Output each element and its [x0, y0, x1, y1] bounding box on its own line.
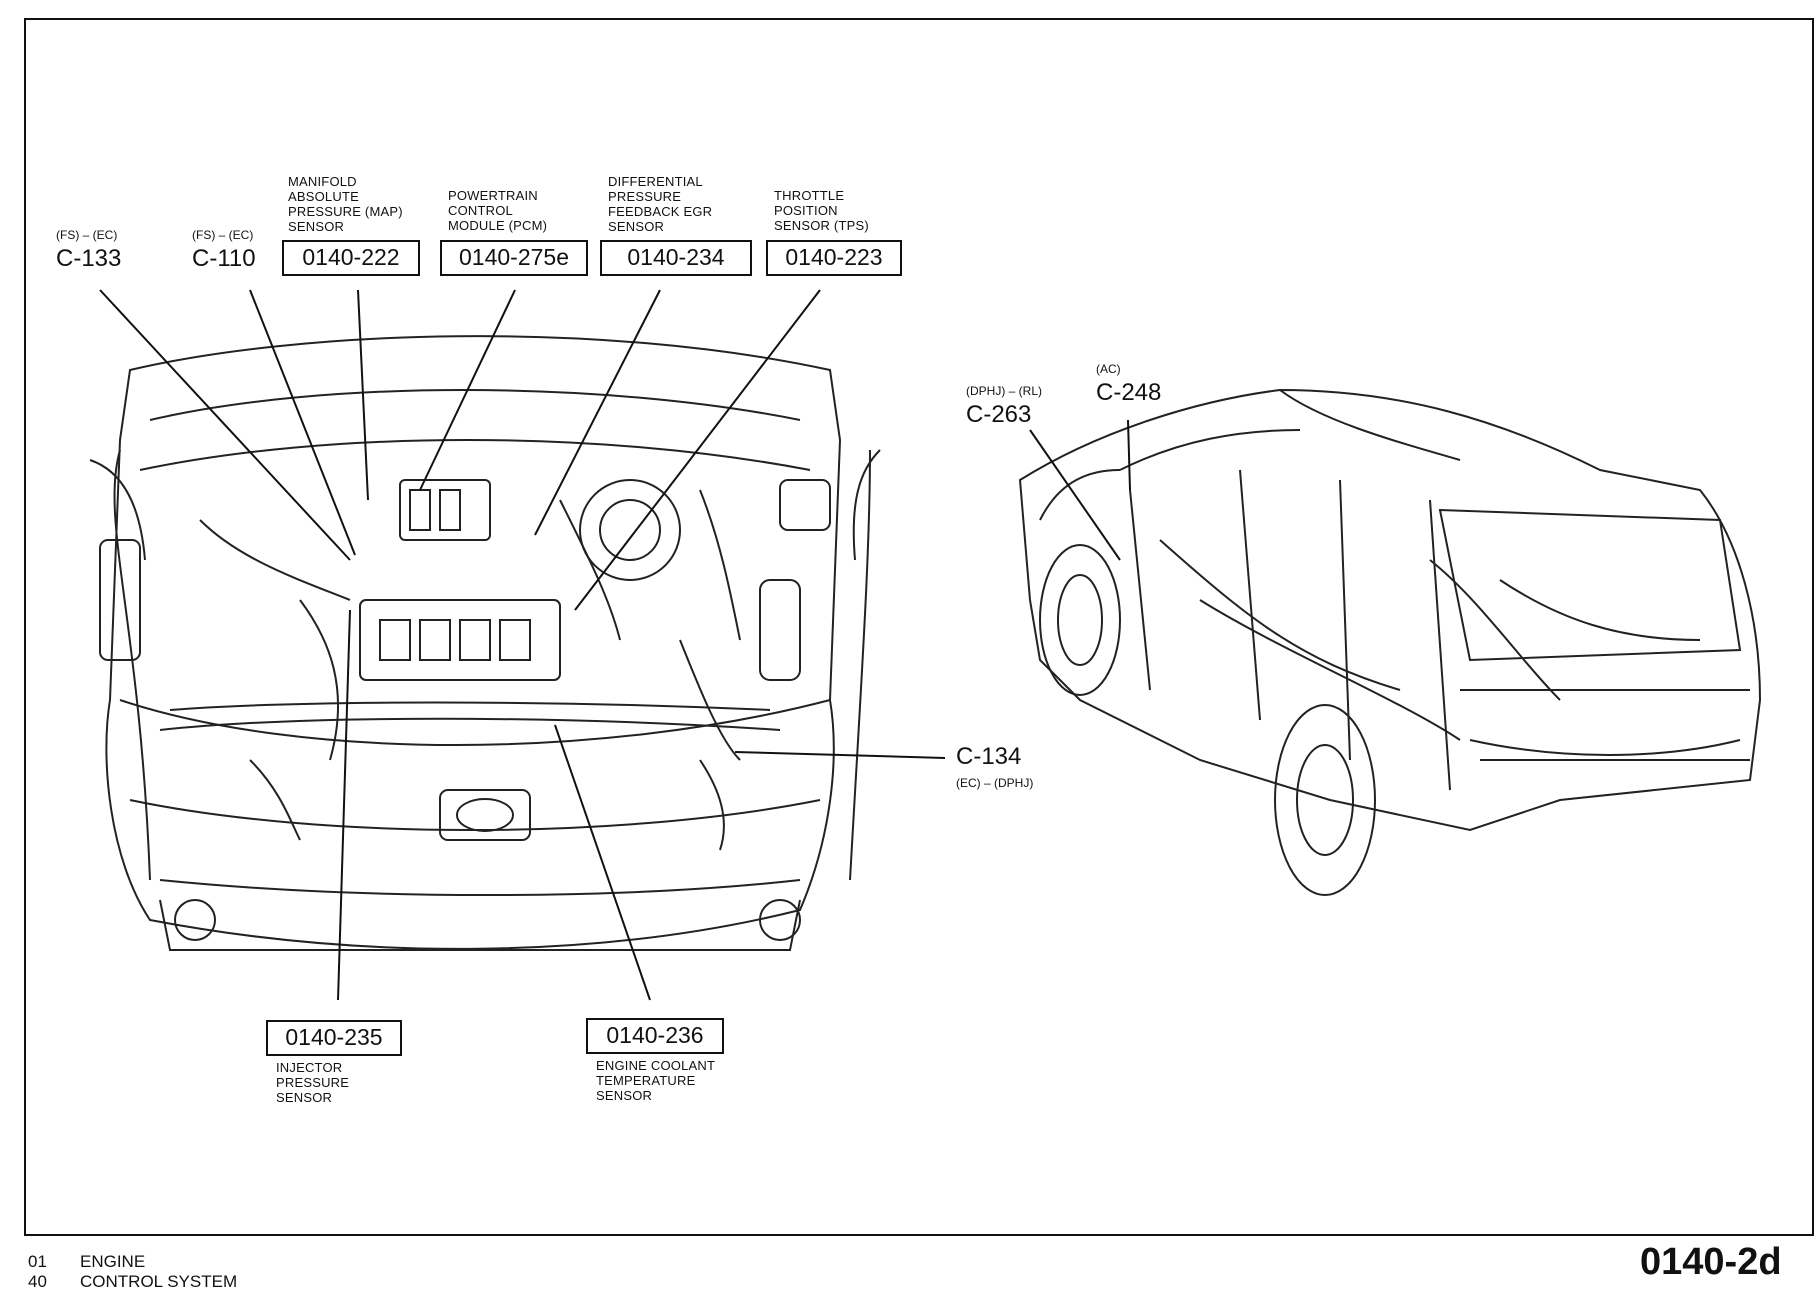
- section-number: 01: [28, 1252, 47, 1271]
- leader-tps: [574, 289, 821, 611]
- leader-injector: [337, 609, 351, 1001]
- connector-c248: C-248: [1096, 379, 1162, 406]
- map-sensor-label: MANIFOLD ABSOLUTE PRESSURE (MAP) SENSOR: [288, 174, 403, 234]
- connector-c134: C-134: [956, 743, 1022, 770]
- pcm-label: POWERTRAIN CONTROL MODULE (PCM): [448, 188, 548, 233]
- c133-codes: (FS) – (EC): [56, 228, 118, 242]
- leader-coolant: [554, 724, 651, 1001]
- egr-sensor-code: 0140-234: [600, 240, 752, 276]
- c248-codes: (AC): [1096, 362, 1121, 376]
- subsection-number: 40: [28, 1272, 47, 1291]
- leader-lines: [99, 289, 1131, 1001]
- connector-c110: C-110: [192, 245, 256, 272]
- c134-codes: (EC) – (DPHJ): [956, 776, 1034, 790]
- leader-c248: [1127, 419, 1131, 491]
- page-number: 0140-2d: [1640, 1241, 1782, 1283]
- connector-c133: C-133: [56, 245, 122, 272]
- section-title: ENGINE: [80, 1252, 146, 1271]
- leader-pcm: [419, 289, 516, 491]
- leader-c134: [734, 751, 946, 759]
- injector-sensor-label: INJECTOR PRESSURE SENSOR: [276, 1060, 350, 1105]
- egr-sensor-label: DIFFERENTIAL PRESSURE FEEDBACK EGR SENSO…: [608, 174, 713, 234]
- engine-bay-drawing: [89, 335, 881, 951]
- map-sensor-code: 0140-222: [282, 240, 420, 276]
- c263-codes: (DPHJ) – (RL): [966, 384, 1043, 398]
- leader-egr: [534, 289, 661, 536]
- pcm-code: 0140-275e: [440, 240, 588, 276]
- coolant-sensor-label: ENGINE COOLANT TEMPERATURE SENSOR: [596, 1058, 716, 1103]
- leader-c110: [249, 289, 356, 556]
- tps-label: THROTTLE POSITION SENSOR (TPS): [774, 188, 869, 233]
- leader-c133: [99, 289, 351, 561]
- c110-codes: (FS) – (EC): [192, 228, 254, 242]
- subsection-title: CONTROL SYSTEM: [80, 1272, 238, 1291]
- diagram-border: [24, 18, 1814, 1236]
- leader-map: [357, 289, 369, 501]
- injector-sensor-code: 0140-235: [266, 1020, 402, 1056]
- coolant-sensor-code: 0140-236: [586, 1018, 724, 1054]
- leader-c263: [1029, 429, 1121, 561]
- tps-code: 0140-223: [766, 240, 902, 276]
- suv-drawing: [1018, 388, 1762, 896]
- connector-c263: C-263: [966, 401, 1032, 428]
